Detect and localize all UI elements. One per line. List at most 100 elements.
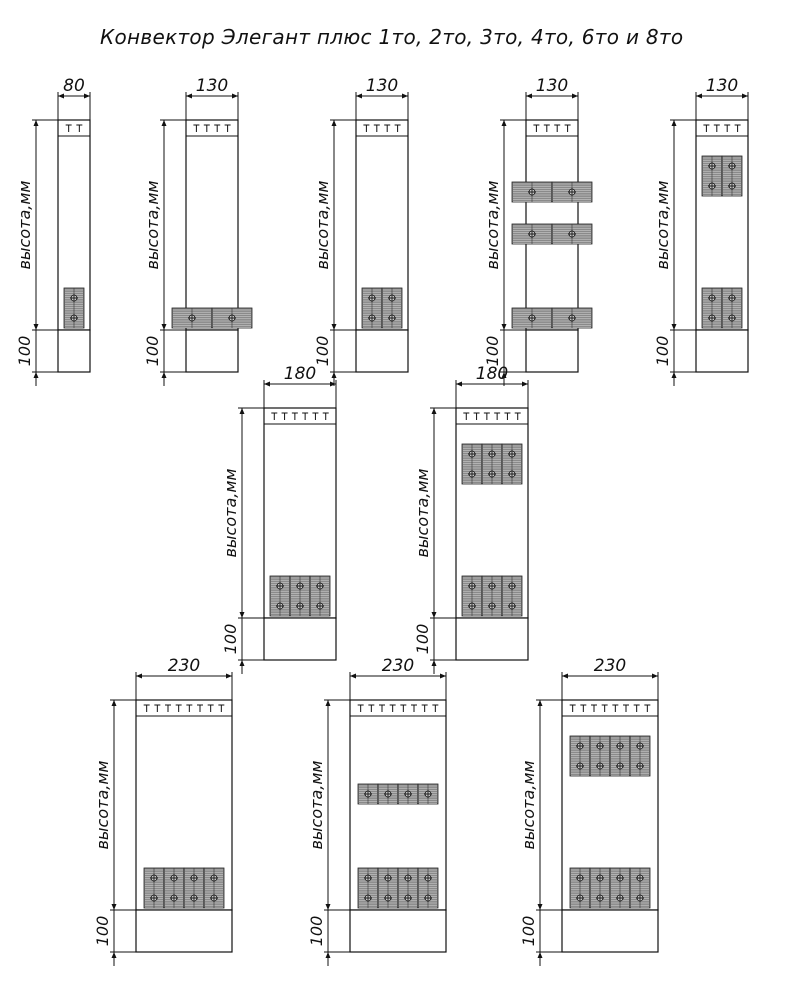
width-label: 130 (196, 76, 228, 96)
heat-exchanger-block (551, 307, 593, 329)
heat-exchanger-block (163, 867, 185, 909)
arrow-head (537, 952, 543, 958)
heat-exchanger-block (417, 783, 439, 805)
base-height-label: 100 (93, 916, 112, 947)
height-label: высота,мм (221, 469, 240, 558)
arrow-head (58, 93, 64, 99)
heat-exchanger-block (417, 867, 439, 909)
base-height-label: 100 (653, 336, 672, 367)
arrow-head (161, 120, 167, 126)
heat-exchanger-block (629, 735, 651, 777)
arrow-head (111, 700, 117, 706)
convector-base (135, 909, 233, 953)
arrow-head (33, 324, 39, 330)
heat-exchanger-block (143, 867, 165, 909)
height-label: высота,мм (519, 761, 538, 850)
heat-exchanger-block (357, 783, 379, 805)
width-label: 230 (168, 656, 200, 676)
arrow-head (111, 952, 117, 958)
arrow-head (431, 660, 437, 666)
heat-exchanger-block (721, 287, 743, 329)
arrow-head (325, 700, 331, 706)
arrow-head (456, 381, 462, 387)
convector-base (57, 329, 91, 373)
heat-exchanger-block (377, 867, 399, 909)
drawing-title: Конвектор Элегант плюс 1то, 2то, 3то, 4т… (100, 25, 683, 49)
arrow-head (161, 372, 167, 378)
heat-exchanger-block (63, 287, 85, 329)
base-height-label: 100 (15, 336, 34, 367)
heat-exchanger-block (397, 783, 419, 805)
arrow-head (562, 673, 568, 679)
height-label: высота,мм (483, 181, 502, 270)
width-label: 230 (382, 656, 414, 676)
heat-exchanger-block (551, 181, 593, 203)
heat-exchanger-block (357, 867, 379, 909)
arrow-head (652, 673, 658, 679)
convector-base (185, 329, 239, 373)
base-height-label: 100 (221, 624, 240, 655)
heat-exchanger-block (589, 735, 611, 777)
arrow-head (671, 324, 677, 330)
heat-exchanger-block (171, 307, 213, 329)
heat-exchanger-block (211, 307, 253, 329)
height-label: высота,мм (93, 761, 112, 850)
heat-exchanger-block (461, 575, 483, 617)
heat-exchanger-block (381, 287, 403, 329)
arrow-head (325, 904, 331, 910)
arrow-head (331, 120, 337, 126)
height-label: высота,мм (143, 181, 162, 270)
heat-exchanger-block (377, 783, 399, 805)
heat-exchanger-block (721, 155, 743, 197)
arrow-head (84, 93, 90, 99)
width-label: 180 (476, 364, 508, 384)
arrow-head (440, 673, 446, 679)
heat-exchanger-block (589, 867, 611, 909)
arrow-head (33, 120, 39, 126)
arrow-head (431, 612, 437, 618)
convector-base (561, 909, 659, 953)
base-height-label: 100 (313, 336, 332, 367)
heat-exchanger-block (511, 223, 553, 245)
arrow-head (696, 93, 702, 99)
arrow-head (111, 904, 117, 910)
height-label: высота,мм (313, 181, 332, 270)
heat-exchanger-block (701, 155, 723, 197)
heat-exchanger-block (569, 867, 591, 909)
arrow-head (522, 381, 528, 387)
arrow-head (526, 93, 532, 99)
arrow-head (501, 120, 507, 126)
heat-exchanger-block (501, 443, 523, 485)
arrow-head (33, 372, 39, 378)
heat-exchanger-block (361, 287, 383, 329)
heat-exchanger-block (511, 307, 553, 329)
arrow-head (325, 952, 331, 958)
heat-exchanger-block (269, 575, 291, 617)
convector-base (349, 909, 447, 953)
convector-base (525, 329, 579, 373)
heat-exchanger-block (609, 735, 631, 777)
arrow-head (350, 673, 356, 679)
heat-exchanger-block (461, 443, 483, 485)
base-height-label: 100 (483, 336, 502, 367)
convector-base (455, 617, 529, 661)
heat-exchanger-block (481, 575, 503, 617)
arrow-head (239, 612, 245, 618)
arrow-head (226, 673, 232, 679)
height-label: высота,мм (15, 181, 34, 270)
arrow-head (501, 372, 507, 378)
arrow-head (671, 120, 677, 126)
arrow-head (136, 673, 142, 679)
arrow-head (161, 324, 167, 330)
arrow-head (186, 93, 192, 99)
heat-exchanger-block (397, 867, 419, 909)
convector-base (263, 617, 337, 661)
arrow-head (671, 372, 677, 378)
